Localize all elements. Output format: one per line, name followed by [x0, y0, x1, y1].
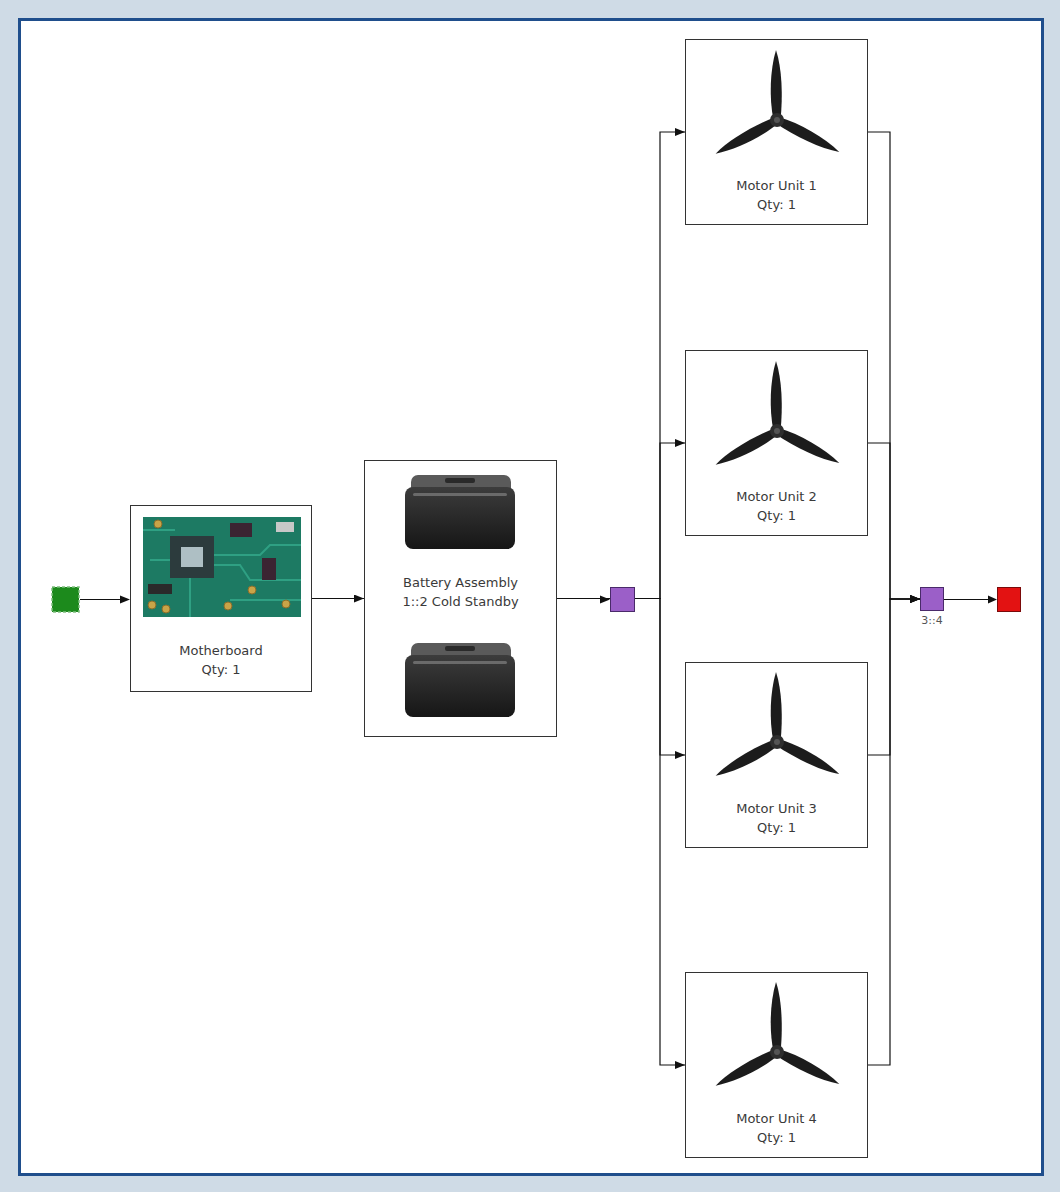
pcb-pad [154, 520, 162, 528]
start-arrowhead [120, 596, 130, 604]
pcb-part [230, 523, 252, 537]
motherboard-photo [143, 517, 301, 617]
block-box: Battery Assembly1::2 Cold Standby [364, 460, 557, 737]
pcb-traces [143, 530, 301, 617]
pcb-chip [170, 536, 214, 578]
block-title: Battery Assembly [403, 573, 518, 592]
connector [557, 599, 685, 1066]
pcb-board [143, 517, 301, 617]
connector [557, 599, 685, 756]
propeller-picture [713, 361, 842, 469]
pcb-pad [282, 600, 290, 608]
start-square [52, 587, 79, 612]
end-node [944, 588, 1021, 612]
pcb-pad [224, 602, 232, 610]
propeller-picture [713, 50, 842, 158]
block-detail: 1::2 Cold Standby [402, 592, 518, 611]
block-title: Motor Unit 4 [736, 1109, 817, 1128]
k-of-n-label: 3::4 [902, 614, 962, 627]
block-title: Motor Unit 1 [736, 176, 817, 195]
connector [868, 599, 920, 1065]
connector [312, 598, 364, 599]
block-title: Motherboard [179, 641, 262, 660]
end-wire [944, 599, 989, 600]
junction-arrowhead [600, 596, 610, 604]
block-title: Motor Unit 2 [736, 487, 817, 506]
junction-square [611, 588, 635, 612]
end-arrowhead [988, 596, 997, 604]
propeller-picture [713, 982, 842, 1090]
block-box: Motor Unit 4Qty: 1 [685, 972, 868, 1158]
connector [557, 132, 685, 599]
propeller-picture [713, 672, 842, 780]
k-of-n-node: 3::4 [920, 587, 944, 611]
block-box: Motor Unit 1Qty: 1 [685, 39, 868, 225]
connector [868, 443, 920, 599]
battery-picture [405, 475, 515, 549]
block-detail: Qty: 1 [757, 506, 796, 525]
start-wire [80, 599, 121, 600]
block-detail: Qty: 1 [757, 1128, 796, 1147]
pcb-pad [248, 586, 256, 594]
block-box: Motor Unit 2Qty: 1 [685, 350, 868, 536]
battery-picture [405, 643, 515, 717]
end-square [998, 588, 1021, 612]
start-node [52, 587, 130, 612]
pcb-part [148, 584, 172, 594]
split-junction [600, 588, 635, 612]
connector [868, 132, 920, 599]
pcb-die [181, 547, 203, 567]
block-detail: Qty: 1 [757, 195, 796, 214]
connector [557, 443, 685, 599]
block-box: MotherboardQty: 1 [130, 505, 312, 692]
pcb-pad [148, 601, 156, 609]
connector [868, 599, 920, 755]
block-title: Motor Unit 3 [736, 799, 817, 818]
block-detail: Qty: 1 [757, 818, 796, 837]
block-detail: Qty: 1 [202, 660, 241, 679]
pcb-pad [162, 605, 170, 613]
pcb-part [276, 522, 294, 532]
pcb-part [262, 558, 276, 580]
block-box: Motor Unit 3Qty: 1 [685, 662, 868, 848]
